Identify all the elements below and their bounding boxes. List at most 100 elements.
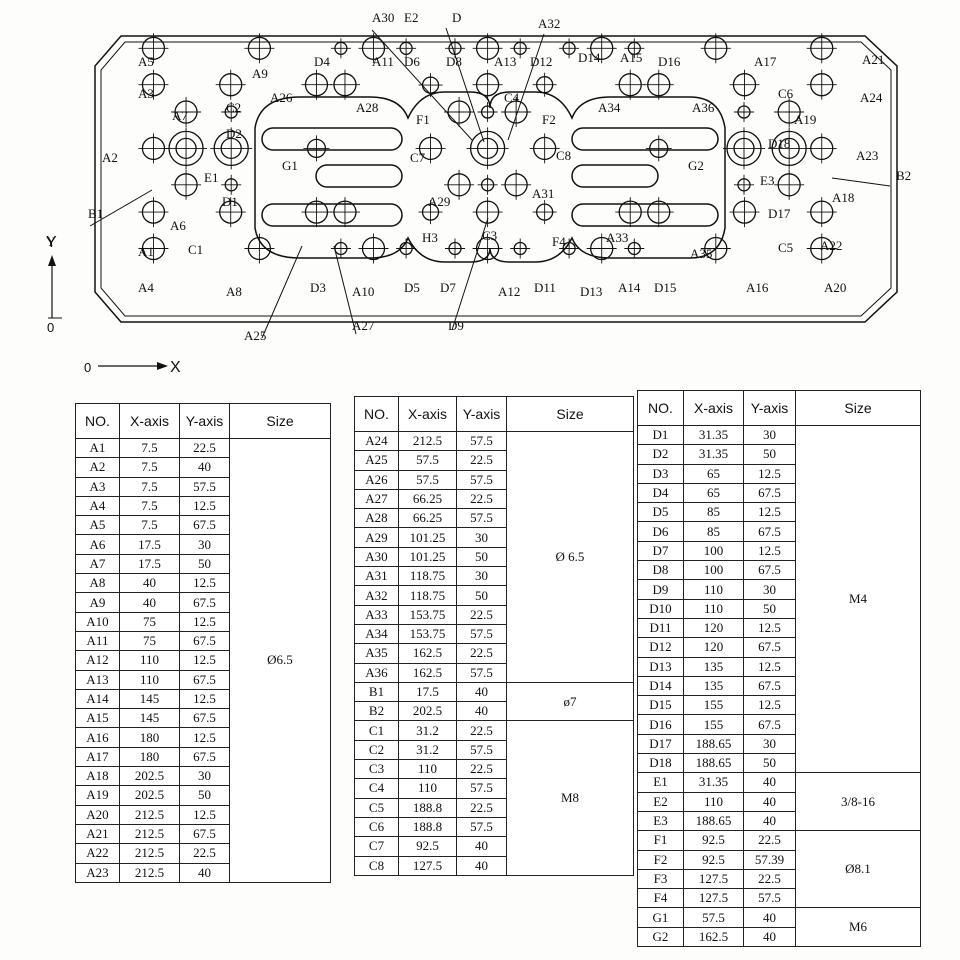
cell-no: C5 — [354, 797, 399, 818]
hole-c6 — [729, 69, 760, 100]
callout-e3: E3 — [760, 173, 774, 188]
callout-f4: F4 — [552, 234, 566, 249]
col-size: Size — [506, 396, 634, 432]
slot-left-mid — [315, 164, 403, 188]
cell-no: A18 — [75, 766, 120, 787]
cell-no: D13 — [637, 656, 684, 677]
leader-line — [371, 29, 473, 141]
cell-y: 50 — [743, 444, 796, 465]
hole-a1 — [138, 197, 169, 228]
callout-d15: D15 — [654, 280, 676, 295]
cell-y: 12.5 — [743, 617, 796, 639]
cell-no: A32 — [354, 585, 399, 606]
cell-x: 92.5 — [683, 849, 744, 870]
cell-x: 7.5 — [119, 437, 180, 459]
cell-no: E3 — [637, 810, 684, 832]
callout-d16: D16 — [658, 54, 681, 69]
cell-x: 153.75 — [398, 604, 457, 625]
cell-no: D6 — [637, 521, 684, 542]
cell-x: 110 — [119, 650, 180, 671]
hole-b2 — [768, 127, 811, 170]
cell-no: D5 — [637, 502, 684, 523]
cell-no: D7 — [637, 540, 684, 562]
hole-a18 — [774, 169, 805, 200]
cell-no: A28 — [354, 508, 399, 529]
callout-c6: C6 — [778, 86, 794, 101]
hole-a15 — [586, 33, 617, 64]
hole-c4 — [472, 69, 503, 100]
cell-x: 188.8 — [398, 797, 457, 818]
hole-d9 — [477, 174, 498, 195]
cell-no: E2 — [637, 791, 684, 812]
cell-no: C8 — [354, 855, 399, 876]
cell-no: E1 — [637, 772, 684, 793]
cell-no: A24 — [354, 430, 399, 452]
cell-x: 66.25 — [398, 488, 457, 510]
cell-y: 67.5 — [743, 521, 796, 542]
hole-d16 — [624, 38, 645, 59]
callout-a36: A36 — [692, 100, 715, 115]
callout-b1: B1 — [88, 206, 103, 221]
cell-x: 127.5 — [398, 855, 457, 876]
cell-y: 50 — [743, 753, 796, 774]
cell-no: D15 — [637, 695, 684, 716]
cell-x: 92.5 — [683, 830, 744, 851]
cell-y: 50 — [179, 785, 230, 806]
callout-a4: A4 — [138, 280, 154, 295]
cell-x: 162.5 — [683, 926, 744, 948]
cell-y: 22.5 — [456, 643, 507, 664]
cell-y: 57.39 — [743, 849, 796, 870]
col-y-axis: Y-axis — [743, 390, 796, 426]
callout-c8: C8 — [556, 148, 571, 163]
cell-x: 31.35 — [683, 444, 744, 465]
cell-no: D10 — [637, 598, 684, 619]
cell-no: A1 — [75, 437, 120, 459]
callout-a11: A11 — [372, 54, 394, 69]
cell-no: A10 — [75, 611, 120, 632]
cell-x: 31.35 — [683, 424, 744, 446]
cell-y: 12.5 — [743, 502, 796, 523]
cell-y: 22.5 — [179, 843, 230, 864]
cell-no: A11 — [75, 630, 120, 652]
cell-no: D9 — [637, 579, 684, 600]
cell-x: 31.35 — [683, 772, 744, 793]
hole-a14 — [586, 233, 617, 264]
cell-no: D4 — [637, 482, 684, 504]
cell-x: 57.5 — [683, 907, 744, 928]
cell-y: 67.5 — [179, 708, 230, 729]
hole-a3 — [138, 69, 169, 100]
cell-y: 57.5 — [456, 816, 507, 838]
callout-a26: A26 — [270, 90, 293, 105]
cell-x: 17.5 — [398, 681, 457, 703]
cell-x: 110 — [119, 669, 180, 690]
cell-x: 202.5 — [398, 701, 457, 722]
callout-a7: A7 — [172, 108, 188, 123]
callout-e2: E2 — [404, 10, 418, 25]
cell-x: 100 — [683, 540, 744, 562]
cell-y: 57.5 — [456, 508, 507, 529]
cell-y: 67.5 — [743, 675, 796, 697]
callout-y: Y — [46, 234, 56, 249]
center-pocket — [254, 91, 726, 263]
hole-a11 — [358, 33, 389, 64]
cell-y: 57.5 — [456, 662, 507, 683]
cell-no: D3 — [637, 463, 684, 484]
cell-x: 188.8 — [398, 816, 457, 838]
callout-g1: G1 — [282, 158, 298, 173]
cell-x: 7.5 — [119, 515, 180, 536]
